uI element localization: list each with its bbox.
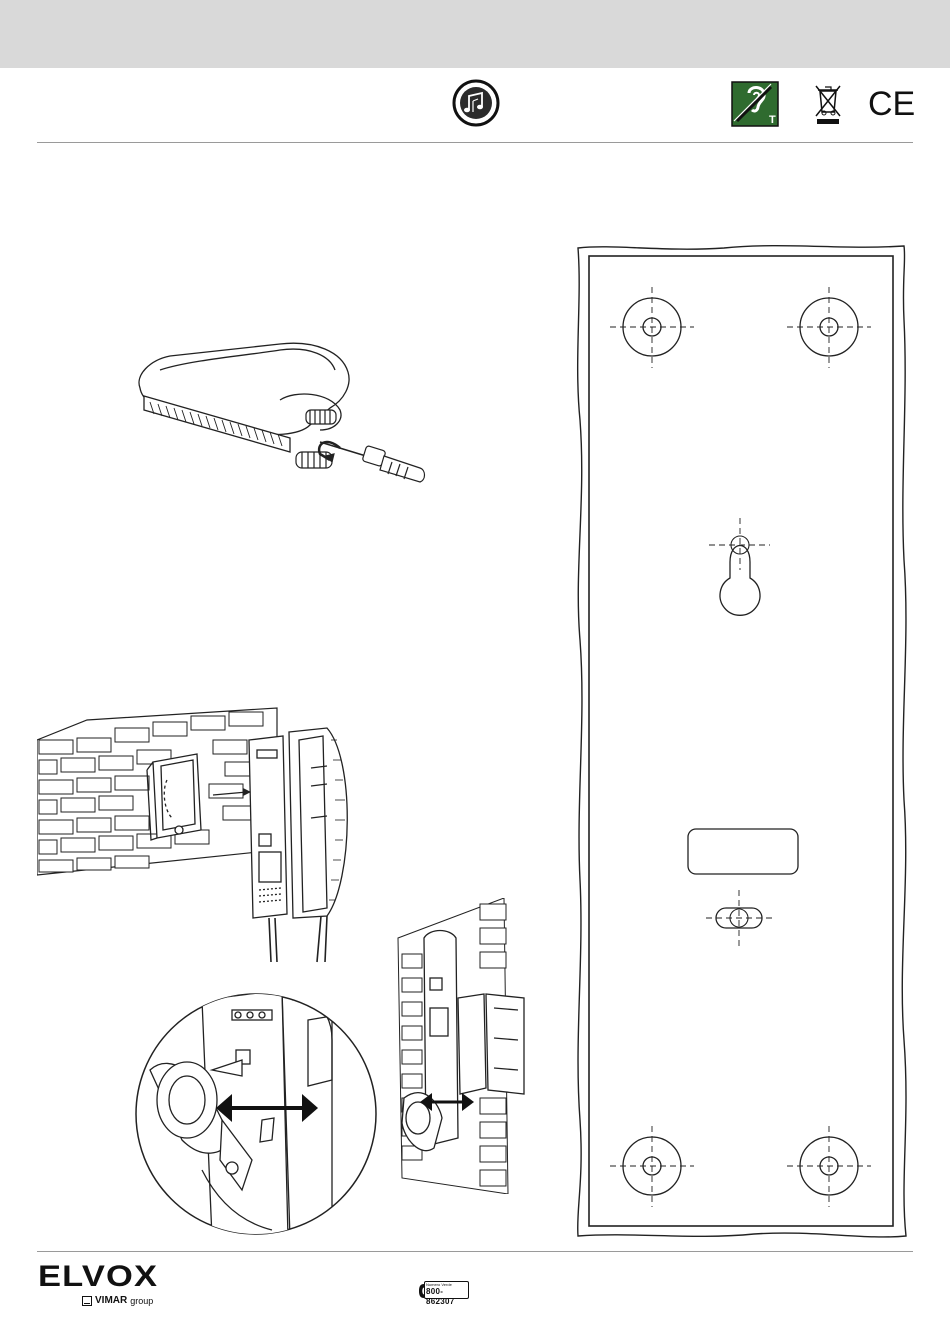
top-band: [0, 0, 950, 68]
group-brand: VIMAR: [95, 1295, 127, 1307]
ce-mark-text: CE: [868, 85, 915, 121]
hearing-loop-icon: T: [731, 81, 779, 127]
handset-screwdriver-illustration: [130, 330, 430, 505]
header-rule: [37, 142, 913, 143]
weee-bin-icon: [812, 82, 844, 126]
group-line: VIMAR group: [82, 1295, 153, 1307]
vimar-group-box-icon: [82, 1296, 92, 1306]
brand-name: ELVOX: [38, 1262, 158, 1292]
toll-free-badge: Numero Verde 800-862307: [418, 1281, 470, 1301]
wall-box-intercom-illustration: [37, 700, 367, 970]
hearing-loop-letter: T: [769, 114, 776, 126]
phone-number: 800-862307: [426, 1287, 470, 1307]
music-notes-icon: [452, 79, 500, 127]
brand-logo: ELVOX VIMAR group: [38, 1262, 158, 1312]
group-suffix: group: [130, 1295, 153, 1307]
footer-rule: [37, 1251, 913, 1252]
bracket-detail-circle-illustration: [132, 990, 380, 1238]
drilling-template: [574, 240, 910, 1240]
ce-mark-icon: CE: [868, 85, 916, 121]
installed-unit-wall-illustration: [394, 898, 529, 1194]
